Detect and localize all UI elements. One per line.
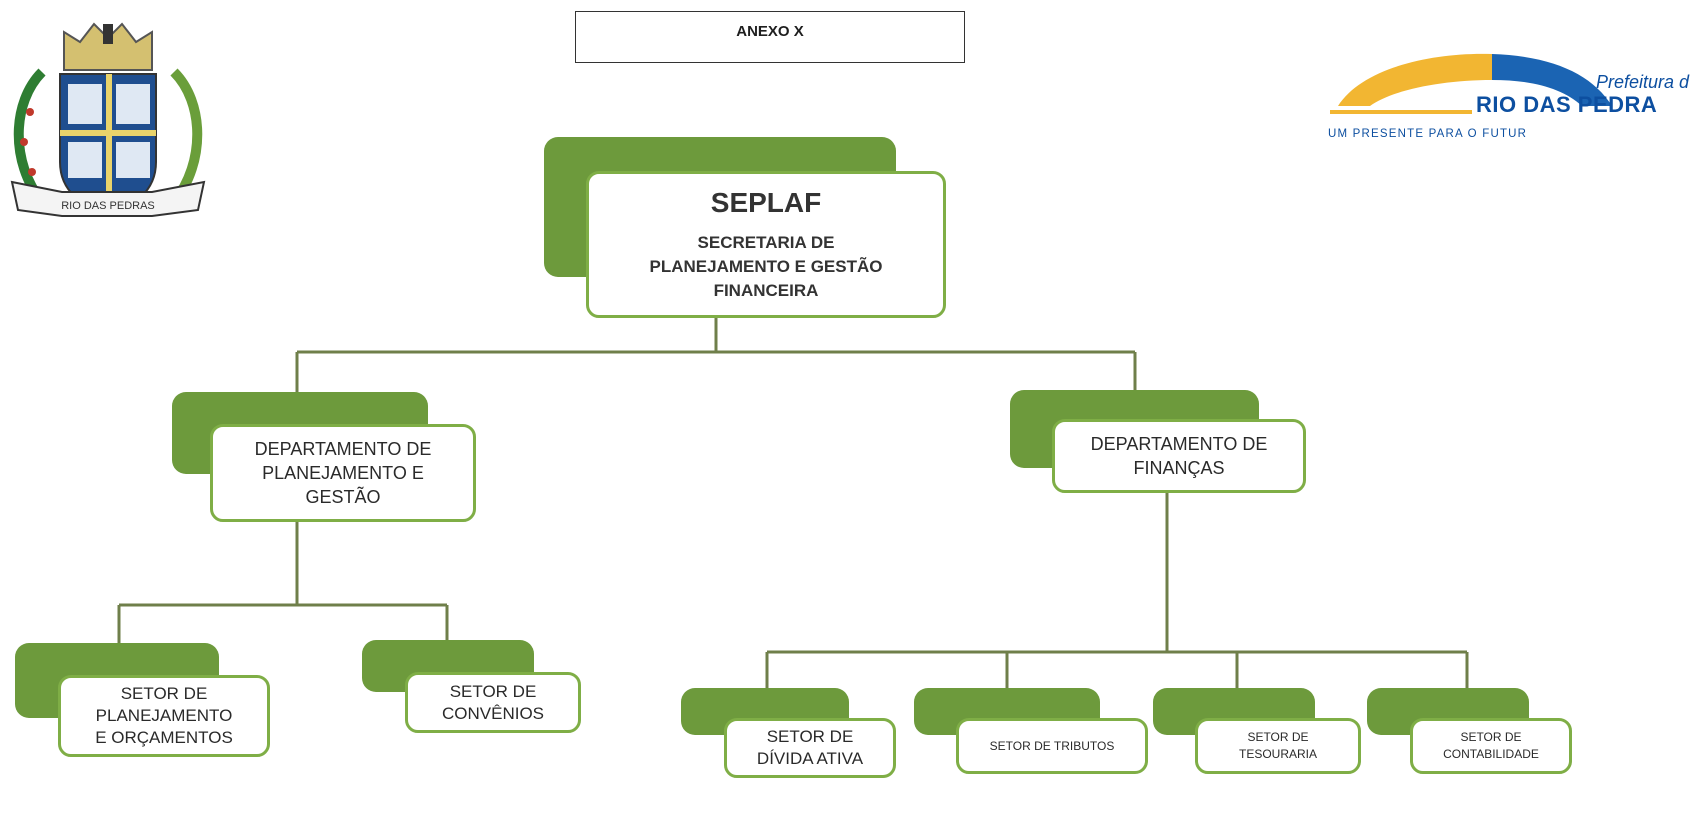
dept-finance-line1: DEPARTAMENTO DE (1090, 434, 1268, 454)
municipal-crest-logo: RIO DAS PEDRAS (10, 22, 206, 217)
prefeitura-slogan: UM PRESENTE PARA O FUTUR (1328, 128, 1528, 140)
dept-planning-node: DEPARTAMENTO DE PLANEJAMENTO E GESTÃO (210, 424, 476, 522)
sector-convenios-line2: CONVÊNIOS (441, 703, 545, 723)
dept-finance-node: DEPARTAMENTO DE FINANÇAS (1052, 419, 1306, 493)
sector-convenios-node: SETOR DE CONVÊNIOS (405, 672, 581, 733)
crest-banner-text: RIO DAS PEDRAS (61, 200, 155, 212)
prefeitura-line2: RIO DAS PEDRA (1476, 92, 1658, 117)
dept-planning-line3: GESTÃO (305, 487, 381, 507)
sector-divida-line1: SETOR DE (766, 727, 854, 746)
sector-tributos-line1: SETOR DE TRIBUTOS (989, 738, 1115, 753)
sector-planejamento-line2: PLANEJAMENTO (95, 706, 233, 725)
sector-contabilidade-line1: SETOR DE (1460, 730, 1522, 744)
annex-title-box: ANEXO X (575, 11, 965, 63)
annex-label: ANEXO X (736, 23, 804, 40)
sector-planejamento-line3: E ORÇAMENTOS (95, 728, 233, 747)
sector-planejamento-node: SETOR DE PLANEJAMENTO E ORÇAMENTOS (58, 675, 270, 757)
sector-contabilidade-node: SETOR DE CONTABILIDADE (1410, 718, 1572, 774)
sector-divida-node: SETOR DE DÍVIDA ATIVA (724, 718, 896, 778)
sector-planejamento-line1: SETOR DE (120, 684, 208, 703)
dept-planning-line2: PLANEJAMENTO E (262, 463, 424, 483)
sector-tesouraria-line2: TESOURARIA (1238, 747, 1317, 761)
root-node-seplaf: SEPLAF SECRETARIA DE PLANEJAMENTO E GEST… (586, 171, 946, 318)
prefeitura-logo (1330, 53, 1612, 114)
dept-planning-line1: DEPARTAMENTO DE (254, 439, 432, 459)
root-name-line2: PLANEJAMENTO E GESTÃO (649, 256, 883, 276)
sector-tesouraria-node: SETOR DE TESOURARIA (1195, 718, 1361, 774)
root-name-line1: SECRETARIA DE (697, 232, 835, 252)
root-name-line3: FINANCEIRA (713, 280, 819, 300)
root-acronym: SEPLAF (710, 186, 822, 218)
dept-finance-line2: FINANÇAS (1133, 458, 1225, 478)
sector-tesouraria-line1: SETOR DE (1247, 730, 1309, 744)
sector-contabilidade-line2: CONTABILIDADE (1443, 747, 1539, 761)
sector-divida-line2: DÍVIDA ATIVA (756, 749, 864, 768)
prefeitura-line1: Prefeitura d (1596, 72, 1690, 92)
sector-tributos-node: SETOR DE TRIBUTOS (956, 718, 1148, 774)
sector-convenios-line1: SETOR DE (449, 681, 537, 701)
